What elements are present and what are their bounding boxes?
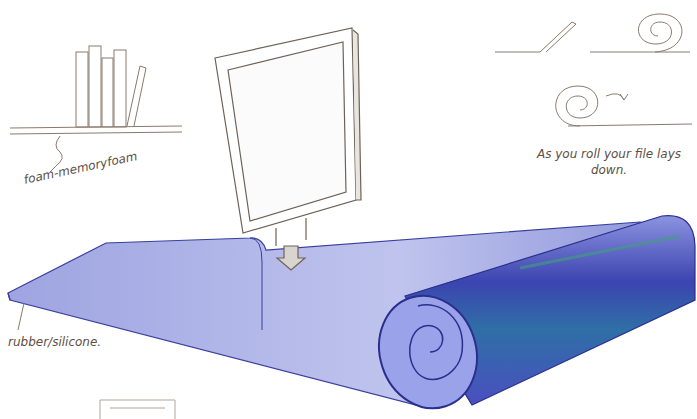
spiral-roll [638,14,681,52]
monitor-screen [228,42,346,221]
partial-sketch [100,400,175,419]
leader-line [18,303,24,330]
book-spine [89,46,101,127]
handwritten-note: rubber/silicone. [8,334,128,350]
roll-direction-arrow [606,94,628,100]
monitor-side [353,30,361,200]
spiral-roll [556,86,598,126]
mat-roll [365,216,695,419]
mat-fold [250,238,262,330]
book-spine [102,58,113,127]
roll-sketch [495,14,692,126]
monitor-stand [276,218,306,246]
roll-end [365,283,492,419]
handwritten-note: As you roll your file lays down. [526,146,692,178]
shelf-sketch [10,46,182,172]
flat-strip [590,52,690,53]
mat-edge [8,293,10,300]
book-spine [114,50,126,127]
down-arrow [277,246,305,270]
monitor-frame [215,28,356,233]
book-spine [76,52,88,127]
lifted-strip [540,22,576,52]
monitor [215,28,361,270]
faint-outline [100,400,175,419]
roll-spiral [410,305,463,380]
roll-highlight [520,236,680,268]
book-spine [127,66,146,126]
flat-strip [495,52,540,53]
flat-strip [568,124,692,126]
handwritten-note: foam-memoryfoam [22,143,162,188]
